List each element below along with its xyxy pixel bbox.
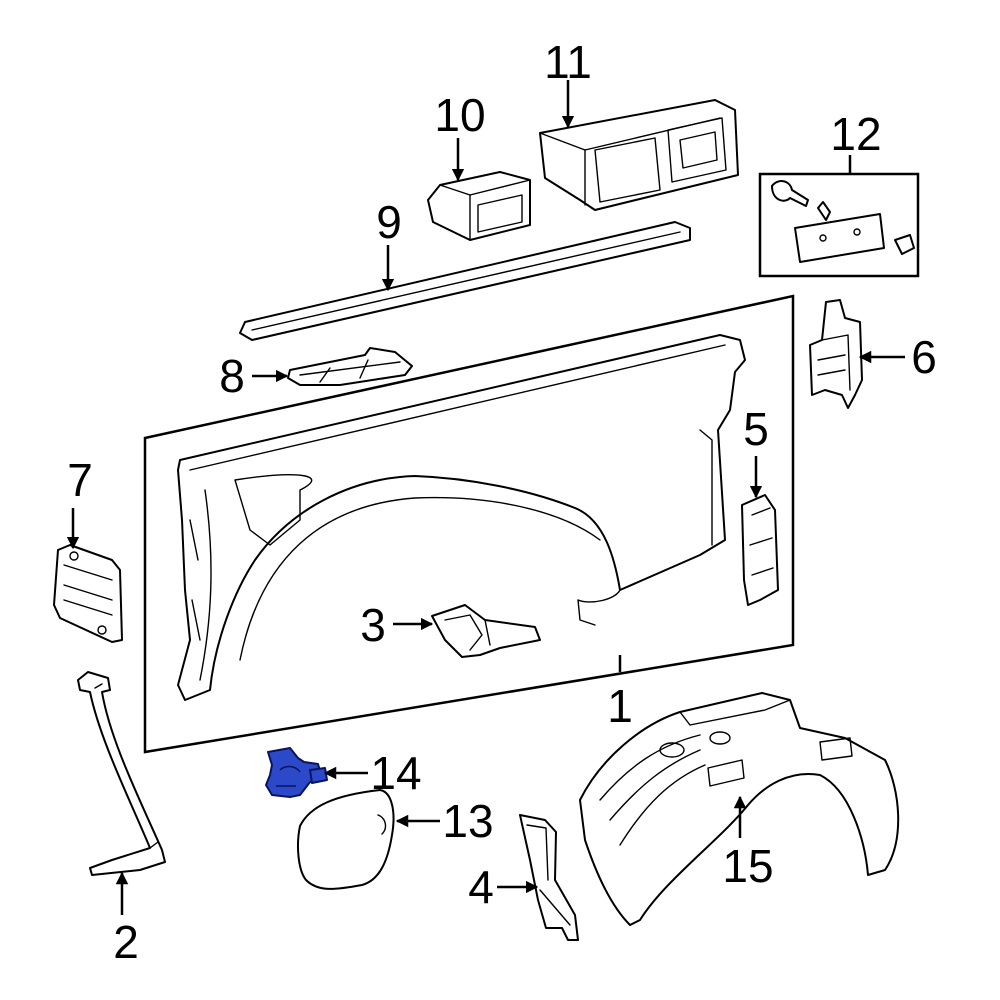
callout-8: 8 (219, 350, 245, 402)
callout-7: 7 (67, 454, 93, 506)
callout-3: 3 (360, 599, 386, 651)
callout-9: 9 (376, 196, 402, 248)
callout-2: 2 (113, 916, 139, 968)
callout-15: 15 (722, 840, 773, 892)
side-panel-part[interactable] (177, 334, 746, 701)
callout-labels: 11 10 9 12 8 6 5 7 3 1 14 13 15 4 2 (67, 36, 937, 968)
callout-14: 14 (370, 747, 421, 799)
callout-12: 12 (830, 108, 881, 160)
tail-gate-pillar-part[interactable] (809, 299, 863, 409)
fuel-door-hinge-part[interactable] (265, 747, 328, 798)
brace-part[interactable] (77, 671, 166, 876)
callout-1: 1 (607, 680, 633, 732)
stake-pocket-housing-part[interactable] (539, 99, 739, 211)
leader-lines (66, 80, 905, 915)
callout-6: 6 (911, 331, 937, 383)
side-reinforcement-part[interactable] (53, 544, 123, 643)
hardware-kit-part[interactable] (758, 172, 920, 278)
fuel-door-part[interactable] (297, 789, 395, 890)
rear-support-part[interactable] (519, 814, 579, 941)
stake-pocket-part[interactable] (427, 171, 531, 241)
callout-5: 5 (743, 403, 769, 455)
callout-4: 4 (468, 861, 494, 913)
rail-cap-part[interactable] (239, 221, 691, 341)
front-bracket-part[interactable] (287, 347, 413, 386)
callout-11: 11 (544, 36, 592, 88)
callout-10: 10 (434, 89, 485, 141)
wheelhouse-bracket-part[interactable] (431, 604, 541, 658)
corner-bracket-part[interactable] (741, 494, 779, 606)
callout-13: 13 (442, 795, 493, 847)
